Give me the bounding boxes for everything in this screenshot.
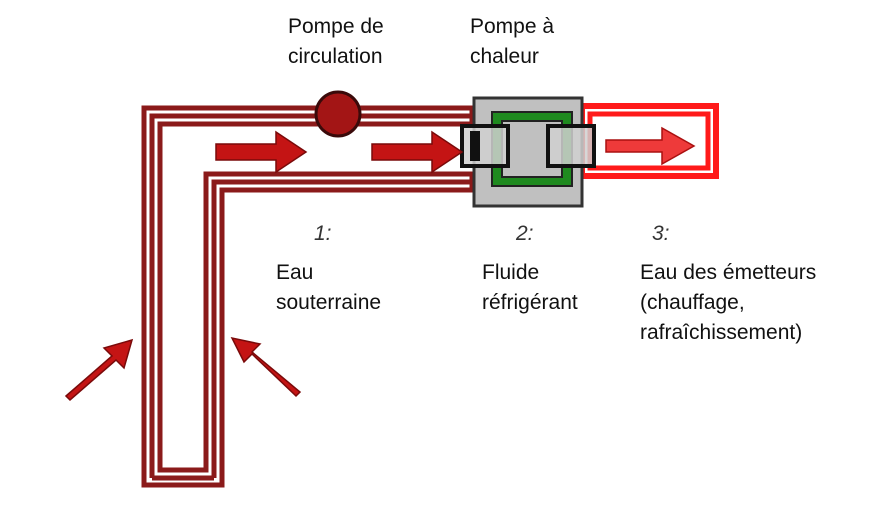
- arrow-lower-left: [64, 338, 134, 402]
- pump-label-line1: Pompe de: [288, 15, 384, 38]
- flow-arrow-icon: [64, 126, 696, 402]
- circulation-pump-icon: [314, 90, 362, 138]
- arrow-lower-right: [230, 336, 302, 398]
- stage2-number: 2:: [516, 222, 534, 245]
- pump-label-line2: circulation: [288, 45, 383, 68]
- stage1-label-line2: souterraine: [276, 291, 382, 314]
- stage1-label: Eau souterraine: [276, 258, 381, 318]
- stage3-label-line1: Eau des émetteurs: [640, 261, 817, 284]
- heat-exchanger-icon: [460, 96, 596, 208]
- stage2-label: Fluide réfrigérant: [482, 258, 578, 318]
- heat-pump-label: Pompe à chaleur: [470, 12, 554, 72]
- stage2-label-line1: Fluide: [482, 261, 540, 284]
- stage3-number: 3:: [652, 222, 670, 245]
- stage1-label-line1: Eau: [276, 261, 314, 284]
- arrow-upper-left: [215, 130, 308, 174]
- stage2-label-line2: réfrigérant: [482, 291, 578, 314]
- groundwater-pipe: [141, 105, 475, 488]
- heat-pump-label-line2: chaleur: [470, 45, 539, 68]
- pump-label: Pompe de circulation: [288, 12, 384, 72]
- stage1-number: 1:: [314, 222, 332, 245]
- stage3-label-line2: (chauffage,: [640, 291, 745, 314]
- stage3-label-line3: rafraîchissement): [640, 321, 803, 344]
- arrow-emitter: [605, 126, 696, 166]
- stage3-label: Eau des émetteurs (chauffage, rafraîchis…: [640, 258, 816, 348]
- arrow-upper-middle: [371, 130, 464, 174]
- heat-pump-label-line1: Pompe à: [470, 15, 555, 38]
